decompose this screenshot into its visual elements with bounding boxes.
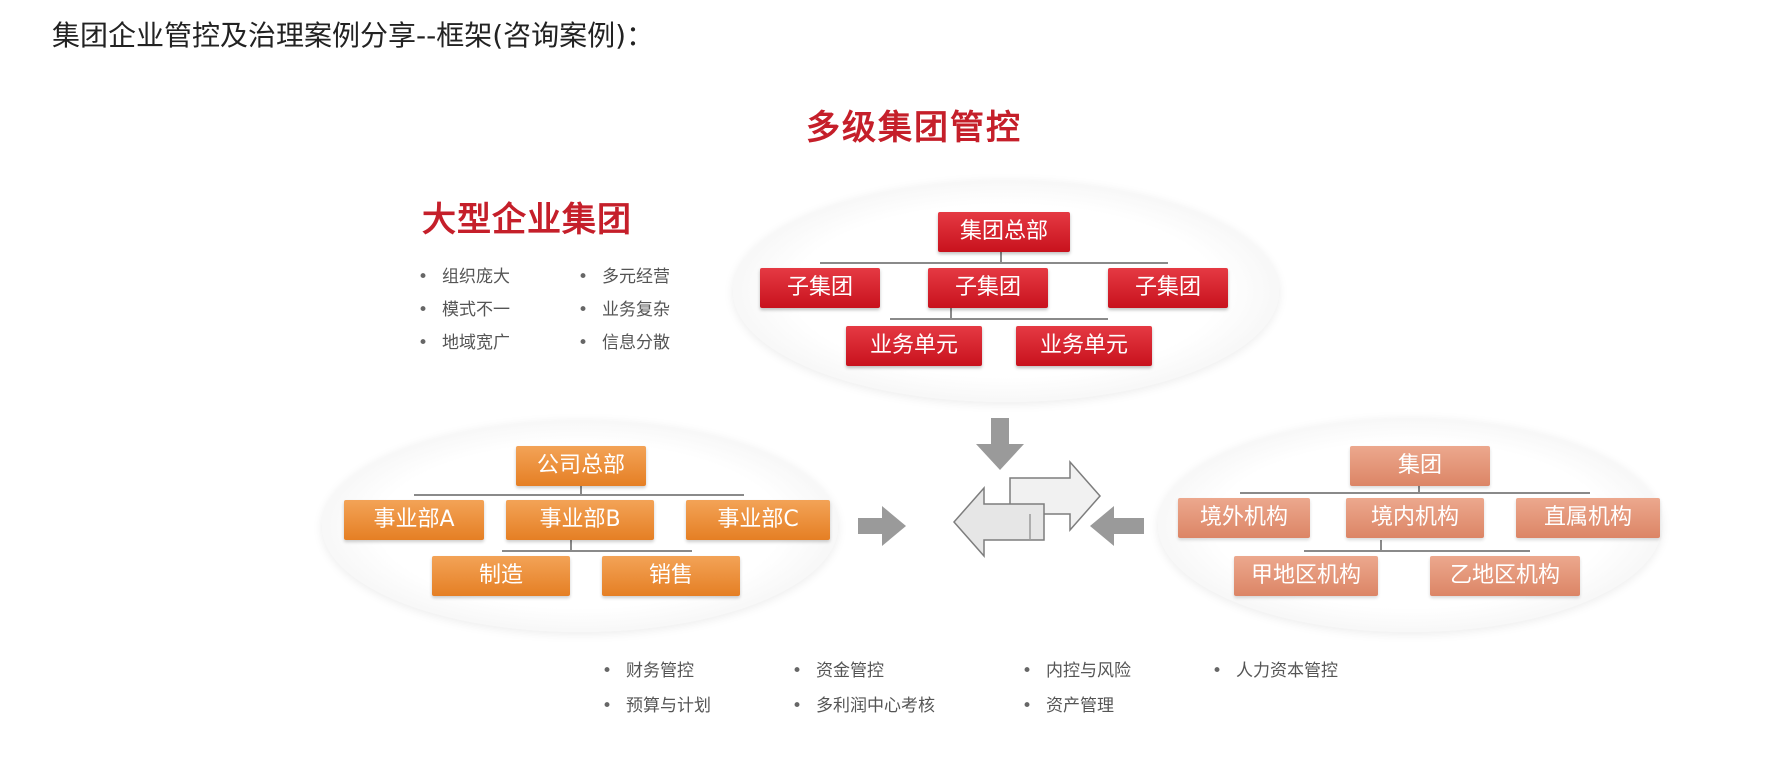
control-scope-item: 资产管理: [1022, 691, 1212, 716]
feature-item: 业务复杂: [578, 295, 718, 320]
control-scope-item: 人力资本管控: [1212, 656, 1412, 681]
right-level3-node: 乙地区机构: [1430, 556, 1580, 596]
left-level2-node: 事业部A: [344, 500, 484, 540]
top-level3-node: 业务单元: [846, 326, 982, 366]
left-level2-node: 事业部C: [686, 500, 830, 540]
right-root-node: 集团: [1350, 446, 1490, 486]
connector-line: [580, 486, 582, 494]
top-level2-node: 子集团: [1108, 268, 1228, 308]
control-scope-item: 资金管控: [792, 656, 1022, 681]
left-root-node: 公司总部: [516, 446, 646, 486]
connector-line: [1240, 492, 1590, 494]
diagram-main-title: 多级集团管控: [806, 108, 1022, 148]
connector-line: [570, 538, 572, 550]
exchange-arrows-icon: [952, 460, 1102, 558]
page-title: 集团企业管控及治理案例分享--框架(咨询案例)：: [52, 19, 655, 52]
control-scope-item: 多利润中心考核: [792, 691, 1022, 716]
diagram-sub-title: 大型企业集团: [422, 200, 632, 240]
connector-line: [820, 262, 1168, 264]
left-level3-node: 制造: [432, 556, 570, 596]
top-level3-node: 业务单元: [1016, 326, 1152, 366]
connector-line: [414, 494, 744, 496]
connector-line: [1000, 250, 1002, 262]
top-level2-node: 子集团: [928, 268, 1048, 308]
control-scope-item: 预算与计划: [602, 691, 792, 716]
connector-line: [1418, 484, 1420, 492]
left-level2-node: 事业部B: [506, 500, 654, 540]
feature-item: 组织庞大: [418, 262, 578, 287]
down-arrow-icon: [976, 418, 1024, 470]
feature-item: 地域宽广: [418, 328, 578, 353]
control-scope-item: 内控与风险: [1022, 656, 1212, 681]
feature-item: 模式不一: [418, 295, 578, 320]
feature-list: 组织庞大 多元经营 模式不一 业务复杂 地域宽广 信息分散: [418, 262, 718, 353]
right-level2-node: 直属机构: [1516, 498, 1660, 538]
left-arrow-icon: [1090, 506, 1144, 546]
left-level3-node: 销售: [602, 556, 740, 596]
right-level2-node: 境外机构: [1178, 498, 1310, 538]
feature-item: 信息分散: [578, 328, 718, 353]
top-level2-node: 子集团: [760, 268, 880, 308]
top-root-node: 集团总部: [938, 212, 1070, 252]
connector-line: [950, 308, 952, 318]
right-arrow-icon: [858, 506, 906, 546]
feature-item: 多元经营: [578, 262, 718, 287]
connector-line: [1304, 550, 1530, 552]
control-scope-list: 财务管控 资金管控 内控与风险 人力资本管控 预算与计划 多利润中心考核 资产管…: [602, 656, 1412, 716]
connector-line: [1380, 540, 1382, 550]
right-level3-node: 甲地区机构: [1234, 556, 1378, 596]
right-level2-node: 境内机构: [1346, 498, 1484, 538]
connector-line: [890, 318, 1108, 320]
connector-line: [502, 550, 692, 552]
control-scope-item: 财务管控: [602, 656, 792, 681]
